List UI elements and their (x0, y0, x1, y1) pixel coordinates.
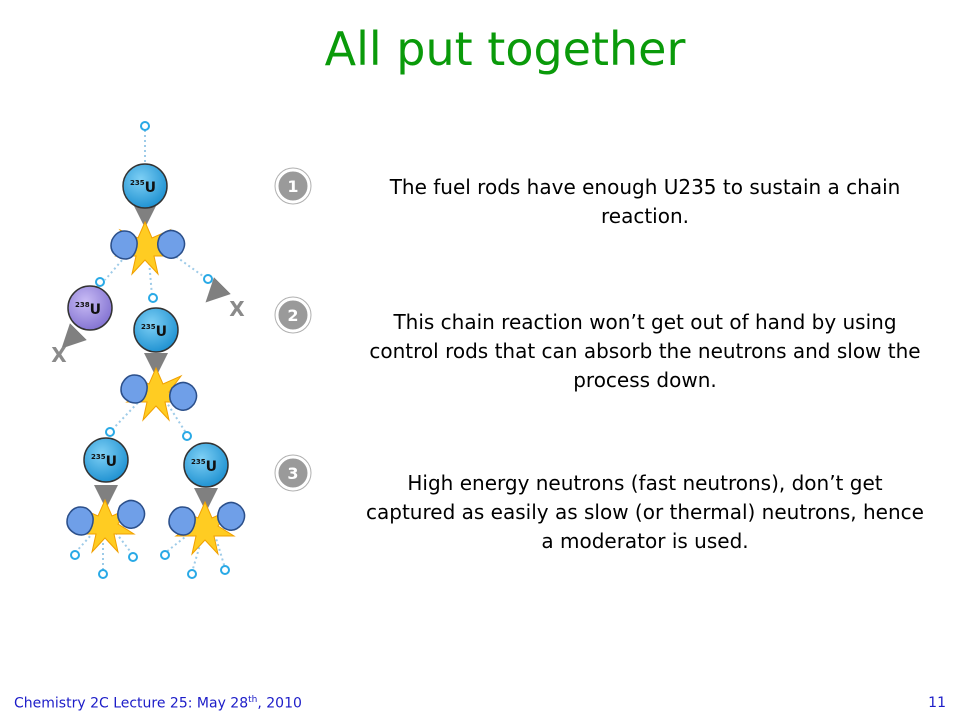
page-number: 11 (928, 695, 946, 711)
neutron-path (147, 247, 153, 297)
fragment (169, 381, 198, 411)
fission-burst-2 (120, 366, 198, 422)
step-3-text: High energy neutrons (fast neutrons), do… (366, 471, 924, 553)
svg-text:235U: 235U (130, 179, 156, 196)
reaction-arrows (61, 204, 231, 512)
fission-burst-1 (110, 220, 186, 276)
fragment (217, 501, 246, 531)
neutron (187, 569, 197, 579)
slide-title: All put together (324, 22, 686, 76)
neutron (182, 431, 192, 441)
fragment (120, 374, 148, 404)
neutron (203, 274, 213, 284)
svg-text:2: 2 (287, 306, 298, 325)
free-neutrons (70, 121, 230, 579)
blocked-arrow (61, 323, 87, 349)
neutron-path (109, 391, 149, 433)
svg-text:238U: 238U (75, 301, 101, 318)
footer-course: Chemistry 2C Lecture 25: May 28th, 2010 (14, 695, 302, 712)
neutron-path (159, 391, 189, 437)
step-badge-2: 2 (274, 296, 312, 334)
neutron (105, 427, 115, 437)
svg-text:235U: 235U (141, 323, 167, 340)
svg-text:1: 1 (287, 177, 298, 196)
svg-text:235U: 235U (191, 458, 217, 475)
neutron (98, 569, 108, 579)
neutron (160, 550, 170, 560)
step-badge-1: 1 (274, 167, 312, 205)
step-badge-3: 3 (274, 454, 312, 492)
neutron (95, 277, 105, 287)
nucleus-u235-middle: 235U (133, 307, 179, 353)
blocked-mark: X (51, 343, 67, 367)
fragment (157, 229, 186, 259)
fragment (66, 506, 94, 536)
svg-text:235U: 235U (91, 453, 117, 470)
step-1-text: The fuel rods have enough U235 to sustai… (389, 175, 901, 228)
neutron (140, 121, 150, 131)
fission-burst-3 (66, 498, 146, 554)
nucleus-u235-top: 235U (122, 163, 168, 209)
neutron (128, 552, 138, 562)
neutron (148, 293, 158, 303)
fission-burst-4 (168, 500, 246, 556)
blocked-arrow (205, 277, 231, 303)
nucleus-u235-lower-right: 235U (183, 442, 229, 488)
fragment (168, 506, 196, 536)
neutron (220, 565, 230, 575)
svg-text:3: 3 (287, 464, 298, 483)
nucleus-u238: 238U (67, 285, 113, 331)
fragment (117, 499, 146, 529)
fragment (110, 230, 138, 260)
neutron (70, 550, 80, 560)
nucleus-u235-lower-left: 235U (83, 437, 129, 483)
step-2-text: This chain reaction won’t get out of han… (369, 310, 921, 392)
blocked-mark: X (229, 297, 245, 321)
